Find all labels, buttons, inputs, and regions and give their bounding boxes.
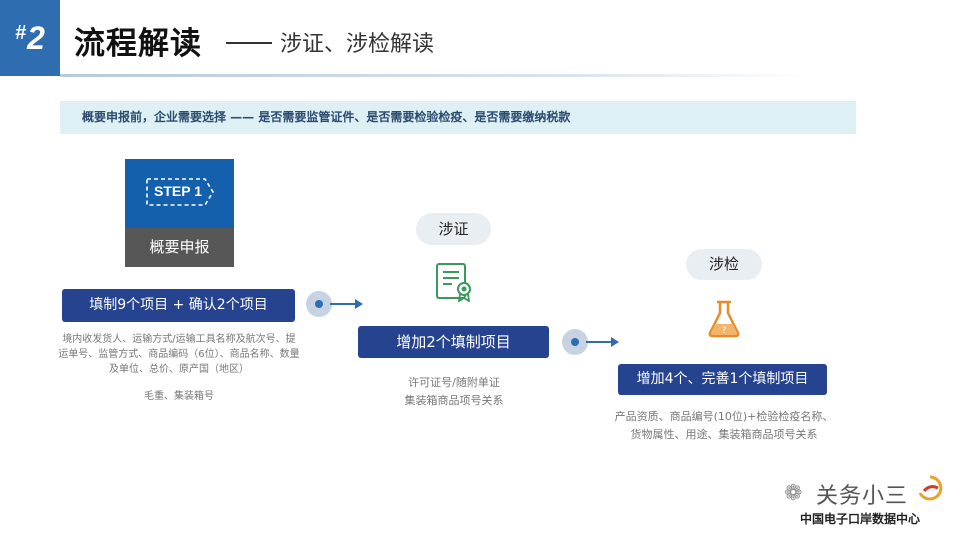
certificate-notes-line2: 集装箱商品项号关系 — [404, 394, 504, 407]
connector-arrow-line — [330, 303, 356, 305]
arrow-right-icon — [611, 337, 619, 347]
connector-arrow-line — [586, 341, 612, 343]
section-number-badge: # 2 — [0, 0, 60, 76]
inspection-fields-label: 增加4个、完善1个填制项目 — [618, 364, 827, 395]
certificate-notes-line1: 许可证号/随附单证 — [408, 376, 500, 389]
certificate-fields-label: 增加2个填制项目 — [358, 326, 549, 358]
certificate-notes: 许可证号/随附单证 集装箱商品项号关系 — [372, 374, 536, 410]
step-badge-text: STEP 1 — [154, 183, 202, 199]
section-number: 2 — [27, 19, 45, 56]
svg-text:?: ? — [722, 326, 727, 336]
certificate-tag: 涉证 — [416, 213, 491, 245]
wechat-icon: ❁ — [784, 481, 803, 506]
arrow-right-icon — [355, 299, 363, 309]
section-number-hash: # — [15, 22, 27, 44]
certificate-icon — [436, 263, 471, 302]
flask-icon: ? — [708, 300, 740, 338]
inspection-notes-line1: 产品资质、商品编号(10位)+检验检疫名称、 — [614, 410, 834, 423]
page-subtitle: 涉证、涉检解读 — [280, 32, 435, 57]
step1-fields-label: 填制9个项目 + 确认2个项目 — [62, 289, 295, 322]
header-underline — [60, 74, 810, 77]
watermark-title: 关务小三 — [816, 484, 909, 509]
step-badge-outline — [146, 178, 214, 206]
page-title: 流程解读 — [74, 26, 202, 62]
inspection-notes-line2: 货物属性、用途、集装箱商品项号关系 — [630, 428, 818, 441]
title-dash-divider — [226, 42, 272, 44]
step1-notes: 境内收发货人、运输方式/运输工具名称及航次号、提运单号、监管方式、商品编码（6位… — [58, 334, 300, 375]
logo-icon — [918, 475, 943, 501]
intro-banner: 概要申报前，企业需要选择 —— 是否需要监管证件、是否需要检验检疫、是否需要缴纳… — [60, 101, 856, 134]
step1-notes-extra: 毛重、集装箱号 — [144, 391, 214, 402]
inspection-tag: 涉检 — [686, 249, 762, 280]
inspection-notes: 产品资质、商品编号(10位)+检验检疫名称、 货物属性、用途、集装箱商品项号关系 — [592, 408, 856, 444]
connector-dot — [562, 329, 588, 355]
step-label: 概要申报 — [125, 228, 234, 267]
connector-dot — [306, 291, 332, 317]
watermark-subtitle: 中国电子口岸数据中心 — [800, 512, 921, 526]
